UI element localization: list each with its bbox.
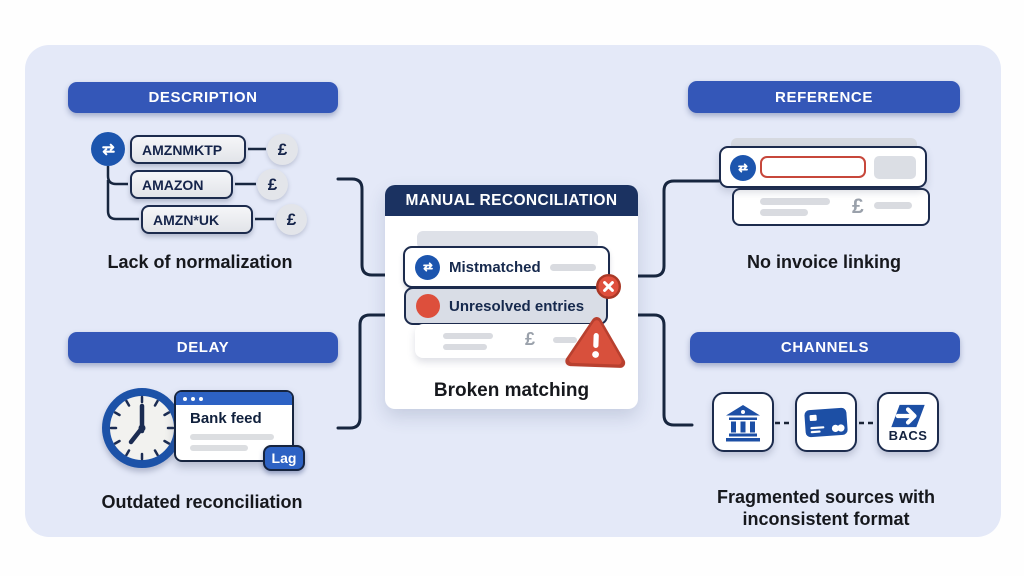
pound-symbol: £ [525, 329, 536, 349]
card-channel-card [795, 392, 857, 452]
placeholder-block [874, 156, 916, 179]
swap-icon-glyph [422, 262, 433, 272]
description-pill: DESCRIPTION [68, 82, 338, 113]
swap-icon-glyph [738, 163, 748, 173]
descriptor-box-amazon: AMAZON [130, 170, 233, 199]
lag-badge: Lag [263, 445, 305, 471]
pound-badge-1: £ [267, 134, 298, 165]
channels-title: CHANNELS [780, 339, 870, 356]
unresolved-label: Unresolved entries [449, 297, 585, 315]
warning-icon [565, 317, 626, 368]
placeholder-bar [443, 344, 487, 350]
error-x-icon [595, 273, 622, 300]
bacs-channel-card: BACS [877, 392, 939, 452]
placeholder-bar [760, 209, 808, 216]
descriptor-label: AMZNMKTP [142, 141, 223, 158]
reconciliation-title: MANUAL RECONCILIATION [405, 191, 618, 209]
connector-delay-to-center [336, 313, 387, 430]
placeholder-bar [553, 337, 577, 343]
reference-title: REFERENCE [775, 88, 873, 106]
tree-branch-amazon [106, 166, 128, 186]
placeholder-bar [550, 263, 596, 271]
window-title-bar [176, 392, 292, 405]
connector-center-to-reference [636, 179, 721, 278]
placeholder-bar [190, 445, 248, 451]
swap-icon [730, 155, 756, 181]
connector-center-to-channels [636, 313, 694, 427]
placeholder-bar [760, 198, 830, 205]
pound-badge-2: £ [257, 169, 288, 200]
unresolved-dot-icon [416, 294, 440, 318]
bank-icon [726, 405, 760, 442]
reference-pill: REFERENCE [688, 81, 960, 113]
bank-channel-card [712, 392, 774, 452]
description-title: DESCRIPTION [148, 89, 258, 106]
pound-symbol: £ [852, 195, 864, 218]
bacs-label: BACS [888, 427, 928, 443]
descriptor-box-amznmktp: AMZNMKTP [130, 135, 246, 164]
placeholder-bar [874, 202, 912, 209]
invoice-row: £ [732, 188, 930, 226]
channels-caption: Fragmented sources with inconsistent for… [716, 487, 936, 529]
transaction-row [719, 146, 927, 188]
stacked-card-tab [417, 231, 598, 249]
delay-pill: DELAY [68, 332, 338, 363]
description-caption: Lack of normalization [107, 252, 293, 272]
missing-reference-field [760, 156, 866, 178]
bacs-arrow-icon [891, 404, 925, 427]
window-dot-icon [191, 396, 195, 401]
window-dot-icon [183, 396, 187, 401]
descriptor-label: AMZN*UK [153, 211, 220, 228]
reference-caption: No invoice linking [746, 252, 902, 272]
swap-icon-glyph [101, 143, 115, 155]
center-caption: Broken matching [433, 380, 590, 401]
descriptor-label: AMAZON [142, 176, 204, 193]
descriptor-box-amznuk: AMZN*UK [141, 205, 253, 234]
swap-icon [415, 254, 440, 280]
faded-entry-row: £ [415, 324, 600, 358]
tree-branch-amznuk [106, 180, 139, 221]
reconciliation-header: MANUAL RECONCILIATION [385, 185, 638, 216]
placeholder-bar [190, 434, 274, 440]
placeholder-bar [443, 333, 493, 339]
delay-caption: Outdated reconciliation [101, 492, 303, 512]
swap-icon [91, 132, 125, 166]
delay-title: DELAY [176, 339, 230, 356]
pound-badge-3: £ [276, 204, 307, 235]
connector-description-to-center [336, 177, 387, 277]
channels-pill: CHANNELS [690, 332, 960, 363]
window-dot-icon [199, 396, 203, 401]
credit-card-icon [804, 407, 848, 438]
bank-feed-label: Bank feed [190, 410, 262, 427]
mismatched-label: Mistmatched [449, 258, 541, 276]
mismatched-row: Mistmatched [403, 246, 610, 288]
